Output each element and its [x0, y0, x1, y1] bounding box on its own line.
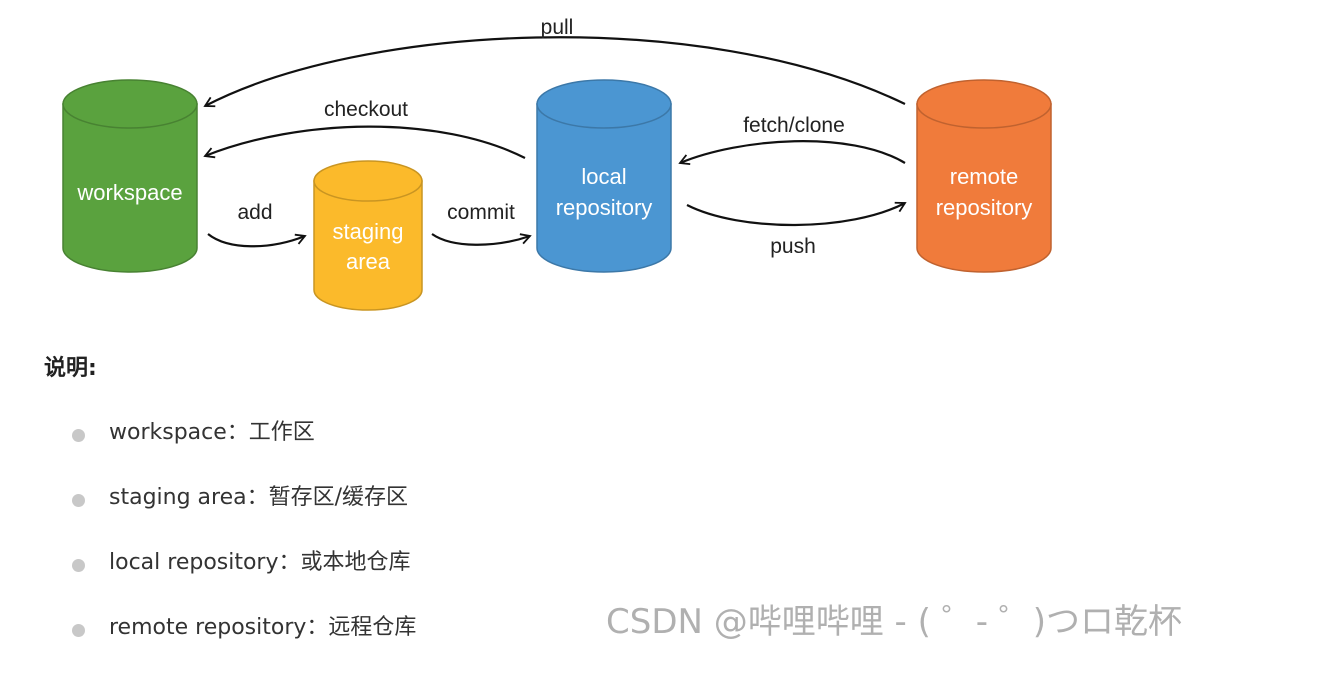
- workspace-node: workspace: [62, 79, 198, 273]
- add-arrow: [207, 233, 307, 248]
- checkout-arrow: [203, 125, 526, 159]
- staging-label-line2: area: [346, 249, 391, 274]
- push-label: push: [770, 235, 816, 258]
- remote-label-line1: remote: [950, 164, 1018, 189]
- checkout-label: checkout: [324, 98, 408, 121]
- remote-label-line2: repository: [936, 195, 1033, 220]
- pull-arrow: [203, 36, 906, 108]
- staging-area-node: staging area: [313, 160, 423, 311]
- remote-repository-node: remote repository: [916, 79, 1052, 273]
- legend-item-text: workspace：工作区: [109, 420, 315, 445]
- staging-cylinder-body: [313, 180, 423, 311]
- local-label-line2: repository: [556, 195, 653, 220]
- local-label-line1: local: [581, 164, 626, 189]
- git-workflow-diagram: pull checkout add commit fetch/clone pus…: [62, 16, 1052, 311]
- add-label: add: [237, 201, 272, 224]
- fetch-clone-label: fetch/clone: [743, 114, 845, 137]
- workspace-cylinder-top: [62, 79, 198, 129]
- local-cylinder-body: [536, 103, 672, 273]
- local-repository-node: local repository: [536, 79, 672, 273]
- fetch-clone-arrow: [678, 140, 906, 166]
- pull-label: pull: [541, 16, 574, 39]
- remote-cylinder-body: [916, 103, 1052, 273]
- workspace-cylinder-body: [62, 103, 198, 273]
- bullet-icon: [72, 429, 85, 442]
- bullet-icon: [72, 624, 85, 637]
- remote-cylinder-top: [916, 79, 1052, 129]
- push-arrow: [686, 201, 907, 227]
- commit-label: commit: [447, 201, 515, 224]
- legend-item-text: staging area：暂存区/缓存区: [109, 485, 409, 510]
- bullet-icon: [72, 494, 85, 507]
- workspace-label: workspace: [76, 180, 182, 205]
- bullet-icon: [72, 559, 85, 572]
- local-cylinder-top: [536, 79, 672, 129]
- staging-cylinder-top: [313, 160, 423, 202]
- legend-item-text: local repository：或本地仓库: [109, 550, 411, 575]
- watermark: CSDN @哔哩哔哩 - ( ゜- ゜)つロ乾杯: [606, 602, 1183, 642]
- legend-title: 说明:: [44, 356, 97, 381]
- commit-arrow: [431, 233, 532, 246]
- legend-item-text: remote repository：远程仓库: [109, 615, 417, 640]
- staging-label-line1: staging: [333, 219, 404, 244]
